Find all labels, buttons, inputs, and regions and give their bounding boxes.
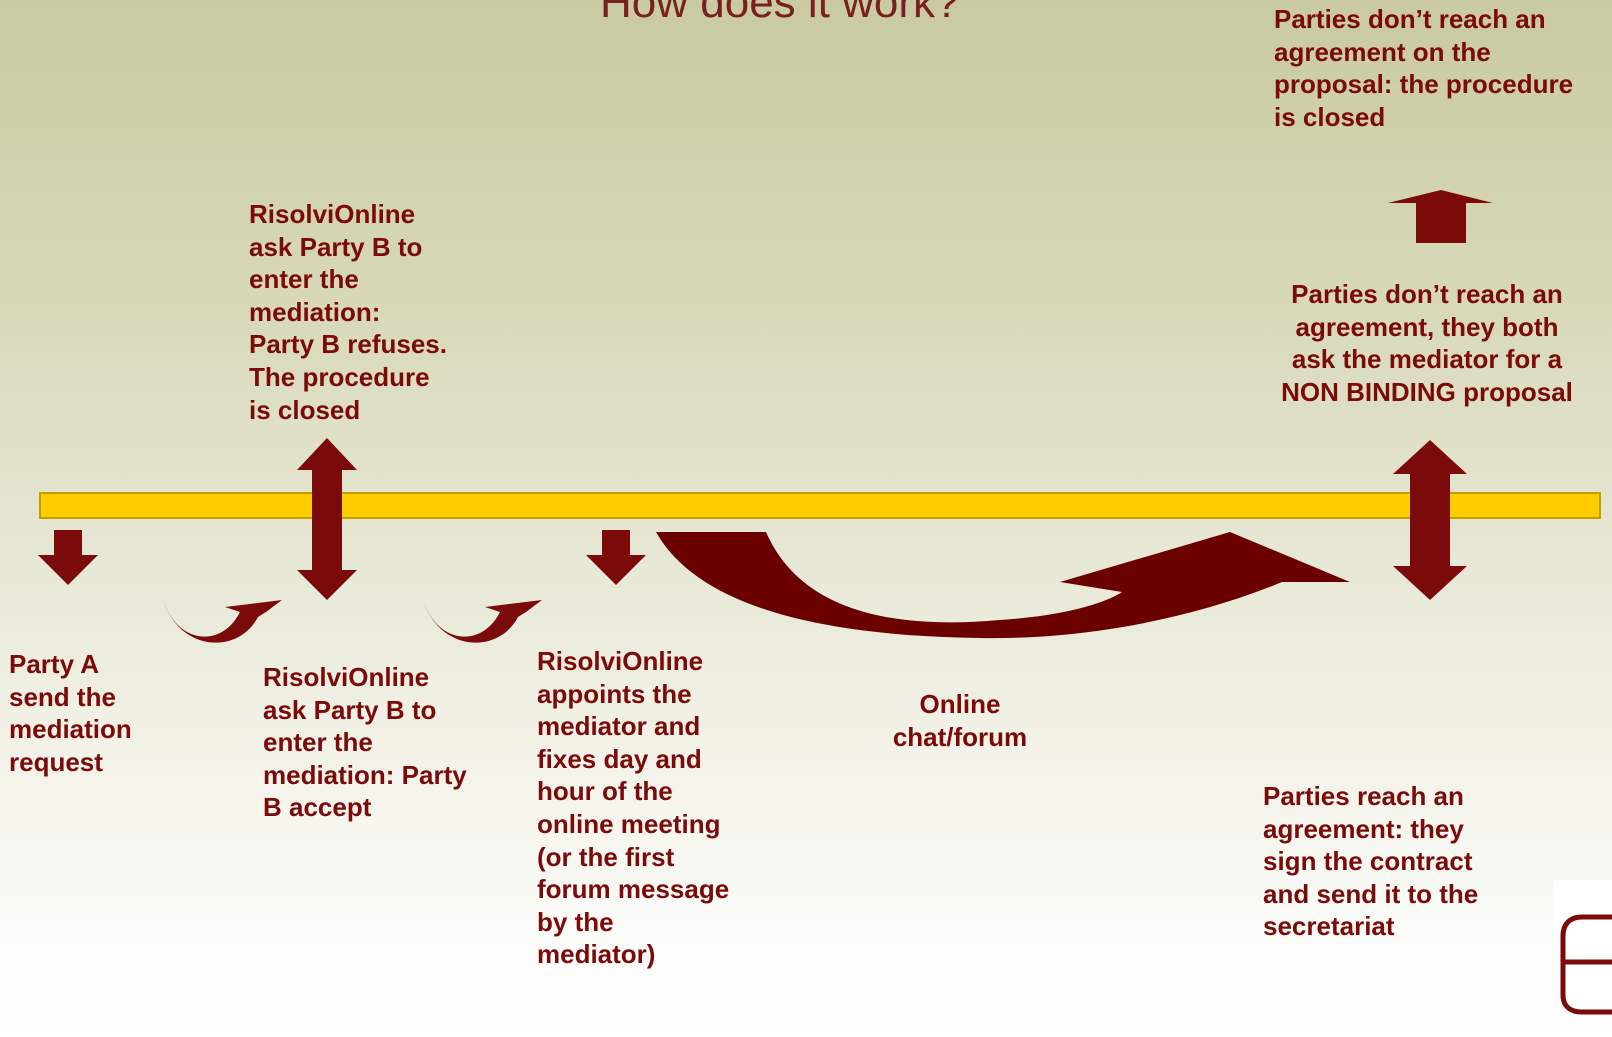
label-party-b-accept: RisolviOnline ask Party B to enter the m… (263, 662, 467, 823)
up-arrow-icon (1388, 190, 1493, 243)
label-non-binding-proposal: Parties don’t reach an agreement, they b… (1281, 279, 1573, 407)
timeline-bar (39, 492, 1601, 519)
label-top-right-closed: Parties don’t reach an agreement on the … (1274, 4, 1574, 132)
label-chat-forum: Online chat/forum (892, 689, 1028, 752)
down-arrow-icon (586, 530, 646, 585)
logo-icon (1554, 880, 1612, 1015)
curved-arrow-icon (423, 600, 542, 643)
double-arrow-icon (1393, 440, 1467, 600)
page-title: How does it work? (600, 0, 960, 27)
double-arrow-icon (297, 438, 357, 600)
curved-arrow-icon (656, 532, 1350, 639)
down-arrow-icon (38, 530, 98, 585)
label-party-a-request: Party A send the mediation request (9, 649, 132, 777)
label-appoints-mediator: RisolviOnline appoints the mediator and … (537, 646, 730, 970)
label-agreement: Parties reach an agreement: they sign th… (1263, 781, 1479, 942)
curved-arrow-icon (163, 600, 282, 643)
label-party-b-refuses: RisolviOnline ask Party B to enter the m… (249, 199, 447, 425)
